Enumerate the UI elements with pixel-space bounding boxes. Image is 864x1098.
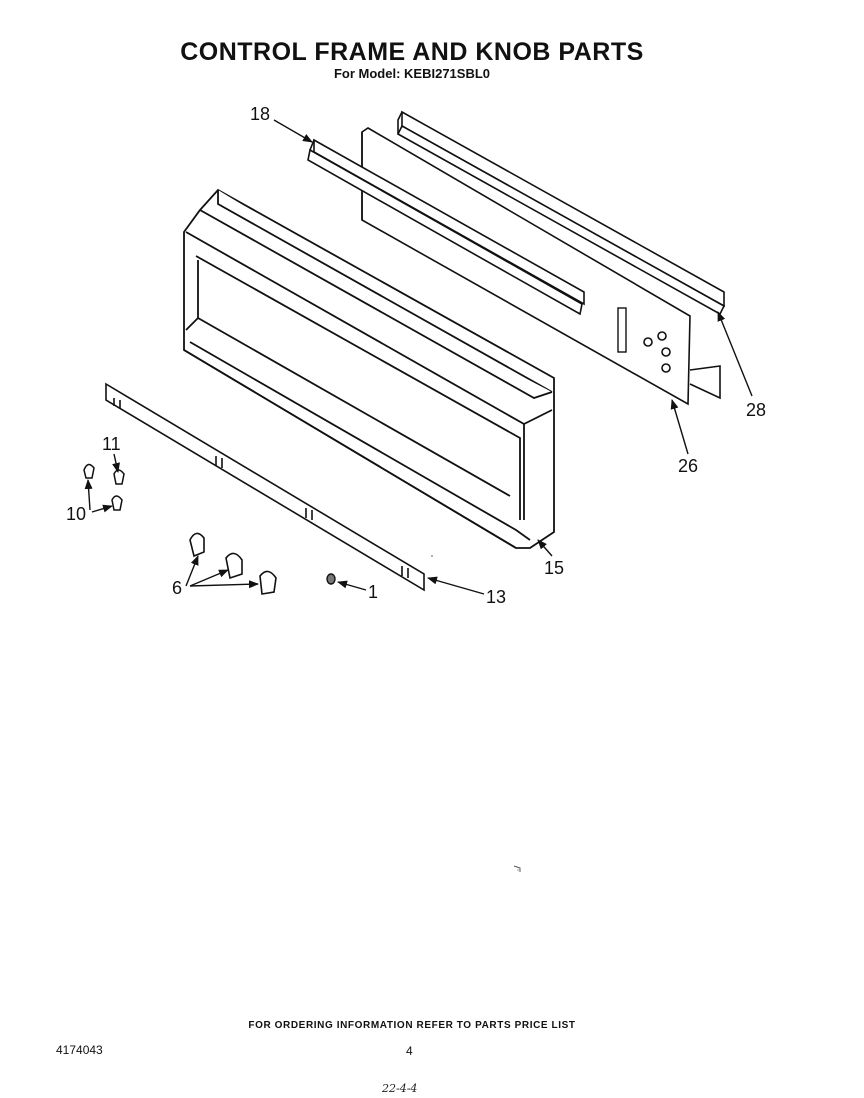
knob: [225, 552, 243, 580]
scan-speck: [517, 869, 519, 871]
callout-18: 18: [250, 104, 270, 124]
callout-6: 6: [172, 578, 182, 598]
callout-15: 15: [544, 558, 564, 578]
page-title: CONTROL FRAME AND KNOB PARTS: [180, 38, 644, 66]
fastener: [83, 463, 95, 479]
fastener: [111, 495, 123, 511]
callout-28: 28: [746, 400, 766, 420]
part-15-frame: [183, 188, 555, 549]
panel-hole: [657, 331, 667, 341]
model-subtitle: For Model: KEBI271SBL0: [333, 66, 491, 81]
part-18-channel: [307, 138, 585, 316]
knob: [259, 570, 277, 595]
scan-mark: [513, 865, 521, 872]
document-number: 4174043: [56, 1043, 103, 1057]
panel-hole: [661, 363, 671, 373]
part-28-rail: [396, 110, 726, 400]
fastener: [113, 469, 125, 485]
callout-11: 11: [102, 434, 121, 454]
part-1-clip: [326, 573, 336, 585]
knob: [189, 532, 205, 558]
panel-hole: [661, 347, 671, 357]
leader-lines: [84, 119, 753, 595]
callout-13: 13: [486, 587, 506, 607]
part-13-trim: [105, 382, 425, 592]
handwritten-date: 22-4-4: [382, 1082, 418, 1095]
callout-26: 26: [678, 456, 698, 476]
callout-1: 1: [368, 582, 378, 602]
part-6-knobs: [189, 532, 277, 595]
page-number: 4: [406, 1044, 413, 1058]
callout-10: 10: [66, 504, 86, 524]
part-10-11-fasteners: [83, 463, 125, 511]
panel-hole: [643, 337, 653, 347]
ordering-note: FOR ORDERING INFORMATION REFER TO PARTS …: [248, 1020, 576, 1031]
panel-slot: [617, 307, 627, 353]
scan-speck: [431, 555, 433, 557]
